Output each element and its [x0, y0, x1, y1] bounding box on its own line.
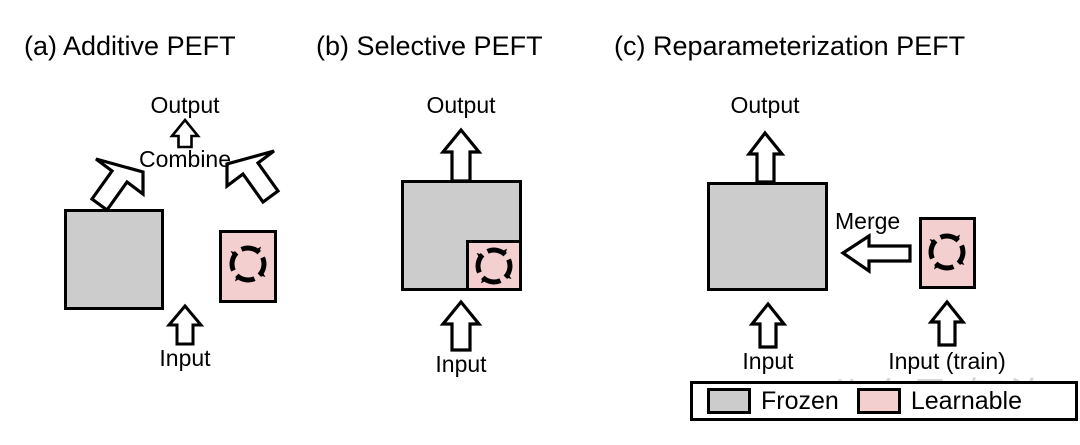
additive-learnable-block[interactable] — [219, 230, 277, 303]
additive-input-arrow — [165, 303, 205, 346]
legend: Frozen Learnable — [690, 381, 1078, 421]
reparameterization-input-arrow — [748, 301, 788, 349]
legend-swatch-frozen — [707, 388, 751, 414]
panel-title-selective: (b) Selective PEFT — [316, 31, 543, 61]
panel-title-additive: (a) Additive PEFT — [24, 31, 236, 61]
reparameterization-merge-label: Merge — [835, 208, 901, 234]
additive-output-arrow — [169, 117, 201, 149]
reparameterization-learnable-block[interactable] — [919, 217, 976, 289]
legend-label-frozen: Frozen — [761, 387, 839, 415]
legend-label-learnable: Learnable — [910, 387, 1023, 415]
panel-title-reparameterization: (c) Reparameterization PEFT — [614, 31, 966, 61]
selective-output-label: Output — [426, 92, 496, 118]
additive-frozen-block[interactable] — [64, 209, 164, 310]
reparameterization-input-train-label: Input (train) — [888, 348, 1006, 374]
selective-learnable-subblock[interactable] — [466, 240, 522, 291]
reparameterization-input-train-arrow — [927, 299, 967, 347]
additive-input-label: Input — [159, 345, 211, 371]
reparameterization-frozen-block[interactable] — [707, 182, 828, 291]
reparameterization-output-label: Output — [730, 92, 800, 118]
selective-input-arrow — [439, 299, 483, 352]
additive-output-label: Output — [150, 92, 220, 118]
selective-output-arrow — [439, 127, 483, 183]
additive-combine-label: Combine — [138, 146, 232, 172]
selective-input-label: Input — [435, 351, 487, 377]
legend-swatch-learnable — [856, 388, 901, 414]
reparameterization-output-arrow — [745, 130, 786, 184]
reparameterization-input-label: Input — [742, 348, 794, 374]
reparameterization-merge-arrow — [840, 233, 912, 275]
